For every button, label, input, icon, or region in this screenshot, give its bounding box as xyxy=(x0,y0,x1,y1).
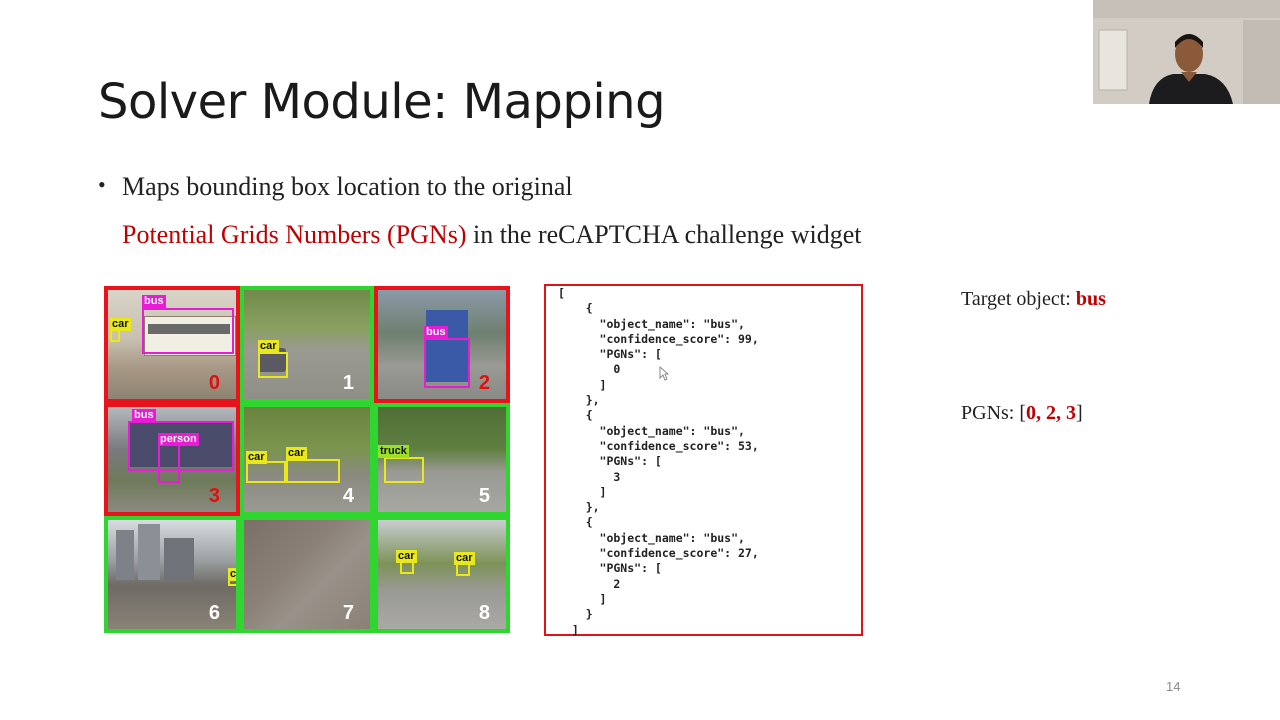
bbox-person xyxy=(158,443,180,483)
building-shape xyxy=(138,524,160,580)
cell-number-4: 4 xyxy=(343,485,354,508)
grid-cell-2: bus 2 xyxy=(374,286,510,403)
label-bus: bus xyxy=(142,295,166,308)
json-output-box: [ { "object_name": "bus", "confidence_sc… xyxy=(544,284,863,636)
pgn-term: Potential Grids Numbers (PGNs) xyxy=(122,220,466,249)
json-output-text: [ { "object_name": "bus", "confidence_sc… xyxy=(558,286,759,638)
bbox-car xyxy=(258,352,288,378)
label-car: car xyxy=(286,447,307,460)
cell-number-3: 3 xyxy=(209,485,220,508)
presenter-video-icon xyxy=(1093,0,1280,104)
bullet-marker: • xyxy=(98,172,106,198)
label-car-partial: car xyxy=(228,568,240,581)
label-bus: bus xyxy=(424,326,448,339)
pgns-close: ] xyxy=(1076,402,1083,424)
pgns-result-label: PGNs: [0, 2, 3] xyxy=(961,402,1083,425)
grid-cell-0: bus car 0 xyxy=(104,286,240,403)
webcam-video xyxy=(1093,0,1280,104)
label-bus: bus xyxy=(132,409,156,422)
bullet-text-line2: Potential Grids Numbers (PGNs) in the re… xyxy=(122,220,861,250)
bbox-truck xyxy=(384,457,424,483)
pgns-prefix: PGNs: [ xyxy=(961,402,1026,424)
bbox-car xyxy=(246,461,286,483)
grid-cell-4: car car 4 xyxy=(240,403,374,516)
cell-number-1: 1 xyxy=(343,372,354,395)
label-truck: truck xyxy=(378,445,409,458)
cell-number-2: 2 xyxy=(479,372,490,395)
label-car: car xyxy=(110,318,131,331)
recaptcha-grid: bus car 0 car 1 bus 2 bus person 3 car c… xyxy=(104,286,510,633)
label-car: car xyxy=(396,550,417,563)
target-object-value: bus xyxy=(1076,288,1106,310)
label-person: person xyxy=(158,433,199,446)
grid-cell-1: car 1 xyxy=(240,286,374,403)
mouse-cursor-icon xyxy=(659,366,669,382)
cell-number-5: 5 xyxy=(479,485,490,508)
bbox-car xyxy=(286,459,340,483)
cell-number-8: 8 xyxy=(479,602,490,625)
bbox-bus xyxy=(128,421,234,471)
bbox-bus xyxy=(142,308,234,354)
page-number: 14 xyxy=(1166,679,1180,694)
grid-cell-3: bus person 3 xyxy=(104,403,240,516)
cell-number-0: 0 xyxy=(209,372,220,395)
building-shape xyxy=(116,530,134,580)
slide-title: Solver Module: Mapping xyxy=(98,74,665,130)
grid-cell-6: car 6 xyxy=(104,516,240,633)
target-object-prefix: Target object: xyxy=(961,288,1076,310)
cell-number-7: 7 xyxy=(343,602,354,625)
bullet-text-line2-rest: in the reCAPTCHA challenge widget xyxy=(466,220,861,249)
label-car: car xyxy=(454,552,475,565)
label-car: car xyxy=(258,340,279,353)
target-object-label: Target object: bus xyxy=(961,288,1106,311)
label-car: car xyxy=(246,451,267,464)
bbox-bus xyxy=(424,338,470,388)
grid-cell-5: truck 5 xyxy=(374,403,510,516)
bullet-text-line1: Maps bounding box location to the origin… xyxy=(122,172,573,202)
pgns-values: 0, 2, 3 xyxy=(1026,402,1076,424)
building-shape xyxy=(164,538,194,580)
grid-cell-8: car car 8 xyxy=(374,516,510,633)
cell-number-6: 6 xyxy=(209,602,220,625)
grid-cell-7: 7 xyxy=(240,516,374,633)
